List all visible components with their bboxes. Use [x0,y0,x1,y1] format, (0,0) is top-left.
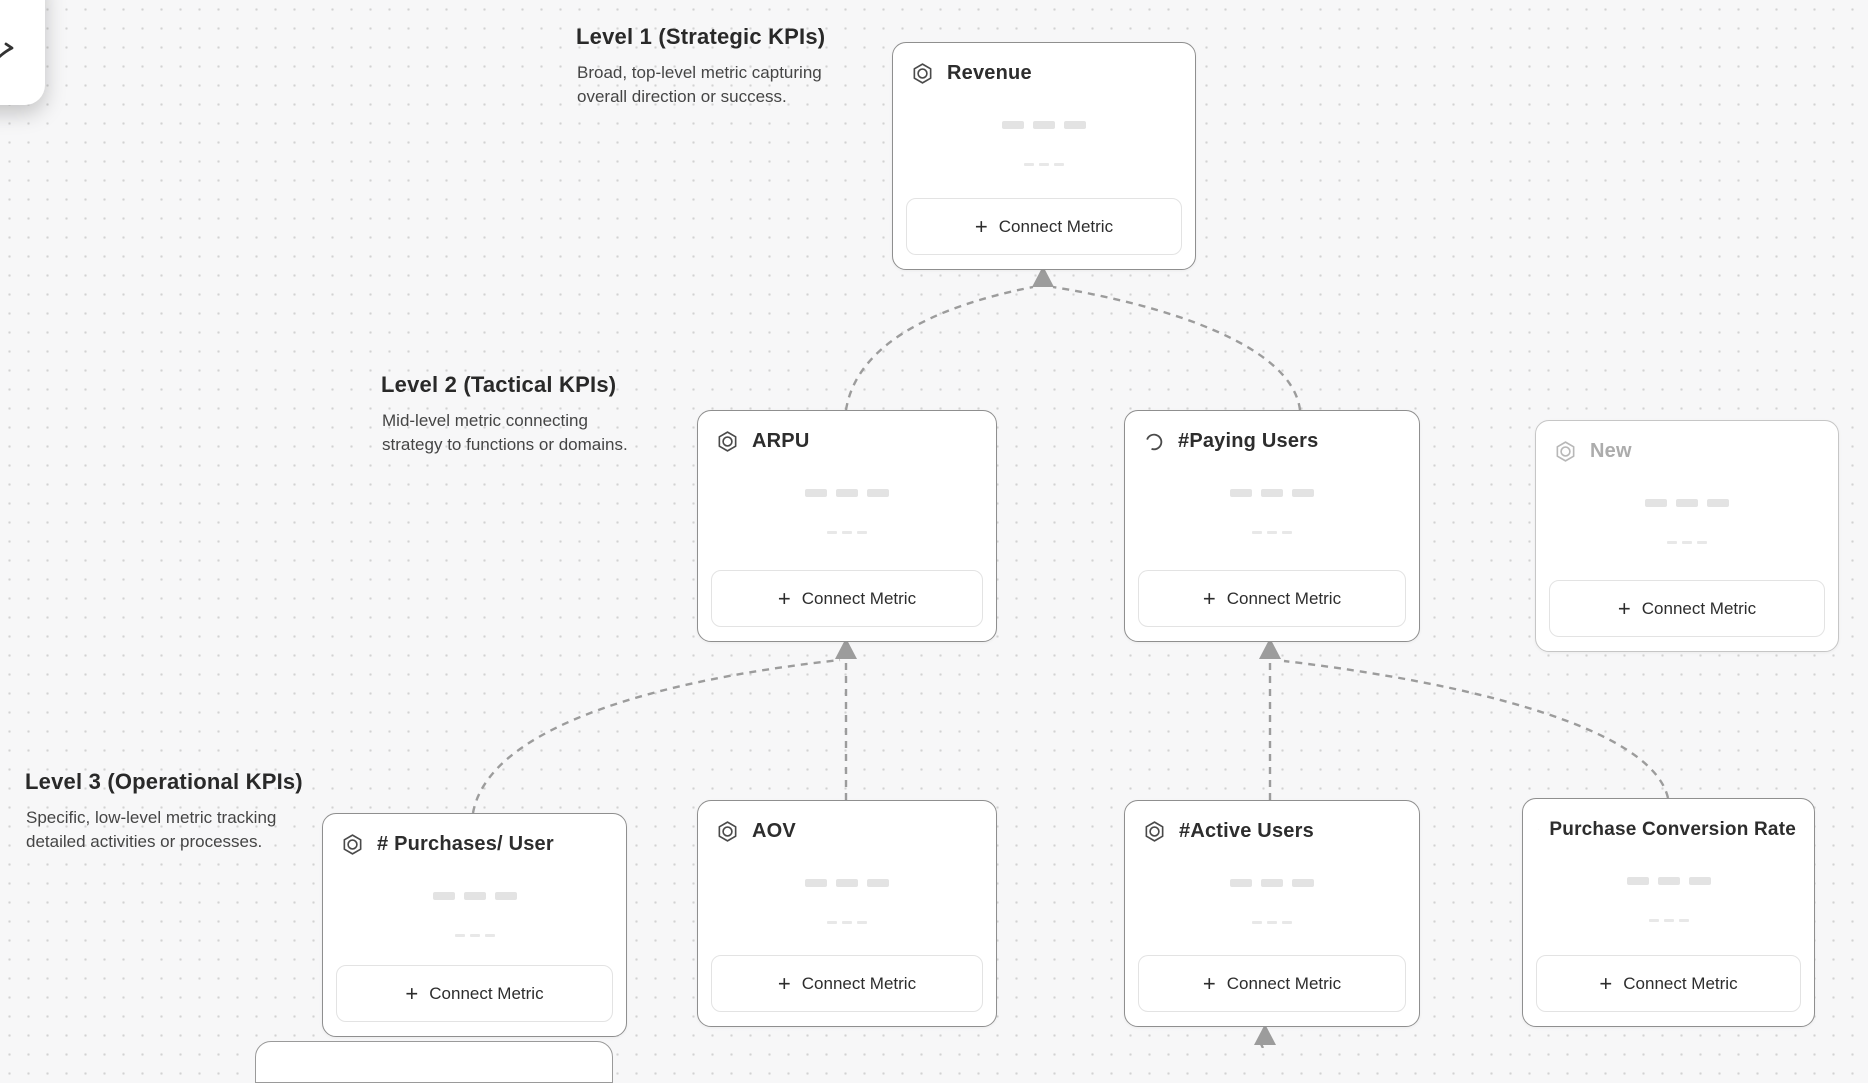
metric-card-revenue[interactable]: Revenue + Connect Metric [892,42,1196,270]
skeleton-bars [323,892,626,900]
connect-metric-label: Connect Metric [1227,974,1341,994]
plus-icon: + [1599,973,1612,995]
level-2-description: Mid-level metric connecting strategy to … [382,409,639,457]
skeleton-dashes [323,934,626,937]
skeleton-bars [893,121,1195,129]
level-3-title: Level 3 (Operational KPIs) [25,769,303,795]
connect-metric-button[interactable]: + Connect Metric [1138,570,1406,627]
level-2-label: Level 2 (Tactical KPIs) Mid-level metric… [381,372,639,457]
kpi-tree-canvas[interactable]: { "canvas": { "background_color": "#f7f7… [0,0,1868,1048]
card-header: # Purchases/ User [323,814,626,856]
hexagon-badge-icon [911,62,934,85]
toolbar-panel[interactable] [0,0,45,105]
card-header: #Active Users [1125,801,1419,843]
level-3-label: Level 3 (Operational KPIs) Specific, low… [25,769,303,854]
plus-icon: + [778,973,791,995]
skeleton-bars [1523,877,1814,885]
arrowhead-into-activeusers [1254,1024,1276,1045]
skeleton-bars [1536,499,1838,507]
plus-icon: + [1203,973,1216,995]
level-3-description: Specific, low-level metric tracking deta… [26,806,303,854]
connect-metric-button[interactable]: + Connect Metric [1549,580,1825,637]
skeleton-bars [1125,489,1419,497]
metric-card-partial-bottom[interactable] [255,1041,613,1083]
skeleton-dashes [698,921,996,924]
hexagon-badge-icon [1554,440,1577,463]
hexagon-badge-icon [716,430,739,453]
card-title: Revenue [947,62,1032,85]
connector-payingusers-to-revenue [1053,287,1300,410]
card-header: #Paying Users [1125,411,1419,453]
card-header: Revenue [893,43,1195,85]
connect-metric-button[interactable]: + Connect Metric [711,570,983,627]
connect-metric-button[interactable]: + Connect Metric [906,198,1182,255]
metric-card-new[interactable]: New + Connect Metric [1535,420,1839,652]
metric-card-purchases-per-user[interactable]: # Purchases/ User + Connect Metric [322,813,627,1037]
connect-metric-label: Connect Metric [1623,974,1737,994]
level-1-title: Level 1 (Strategic KPIs) [576,24,846,50]
connector-arpu-to-revenue [846,287,1033,410]
metric-card-paying-users[interactable]: #Paying Users + Connect Metric [1124,410,1420,642]
plus-icon: + [1618,598,1631,620]
card-title: # Purchases/ User [377,833,554,856]
skeleton-bars [1125,879,1419,887]
skeleton-dashes [1536,541,1838,544]
skeleton-dashes [1125,531,1419,534]
card-header: Purchase Conversion Rate [1523,799,1814,841]
connector-pcr-to-payingusers [1284,661,1668,798]
card-title: #Paying Users [1178,430,1318,453]
skeleton-dashes [698,531,996,534]
connector-purchases-to-arpu [473,660,840,813]
card-title: AOV [752,820,796,843]
metric-card-purchase-conversion-rate[interactable]: Purchase Conversion Rate + Connect Metri… [1522,798,1815,1027]
hexagon-badge-icon [1143,820,1166,843]
plus-icon: + [778,588,791,610]
level-1-description: Broad, top-level metric capturing overal… [577,61,846,109]
card-header: ARPU [698,411,996,453]
skeleton-dashes [1523,919,1814,922]
connect-metric-label: Connect Metric [802,974,916,994]
skeleton-dashes [893,163,1195,166]
metric-card-active-users[interactable]: #Active Users + Connect Metric [1124,800,1420,1027]
card-title: New [1590,440,1632,463]
hexagon-badge-icon [341,833,364,856]
skeleton-dashes [1125,921,1419,924]
plus-icon: + [405,983,418,1005]
card-header: AOV [698,801,996,843]
level-2-title: Level 2 (Tactical KPIs) [381,372,639,398]
connect-metric-label: Connect Metric [1227,589,1341,609]
card-title: ARPU [752,430,809,453]
connect-metric-label: Connect Metric [802,589,916,609]
connect-metric-button[interactable]: + Connect Metric [1138,955,1406,1012]
level-1-label: Level 1 (Strategic KPIs) Broad, top-leve… [576,24,846,109]
connect-metric-button[interactable]: + Connect Metric [1536,955,1801,1012]
connect-metric-label: Connect Metric [1642,599,1756,619]
card-title: Purchase Conversion Rate [1549,819,1796,841]
metric-card-arpu[interactable]: ARPU + Connect Metric [697,410,997,642]
connect-metric-button[interactable]: + Connect Metric [336,965,613,1022]
skeleton-bars [698,489,996,497]
plus-icon: + [1203,588,1216,610]
connect-metric-label: Connect Metric [999,217,1113,237]
skeleton-bars [698,879,996,887]
hexagon-badge-icon [716,820,739,843]
card-header: New [1536,421,1838,463]
connect-metric-button[interactable]: + Connect Metric [711,955,983,1012]
metric-card-aov[interactable]: AOV + Connect Metric [697,800,997,1027]
plus-icon: + [975,216,988,238]
cursor-icon [0,41,18,65]
card-title: #Active Users [1179,820,1314,843]
connect-metric-label: Connect Metric [429,984,543,1004]
spinner-icon [1143,431,1165,453]
